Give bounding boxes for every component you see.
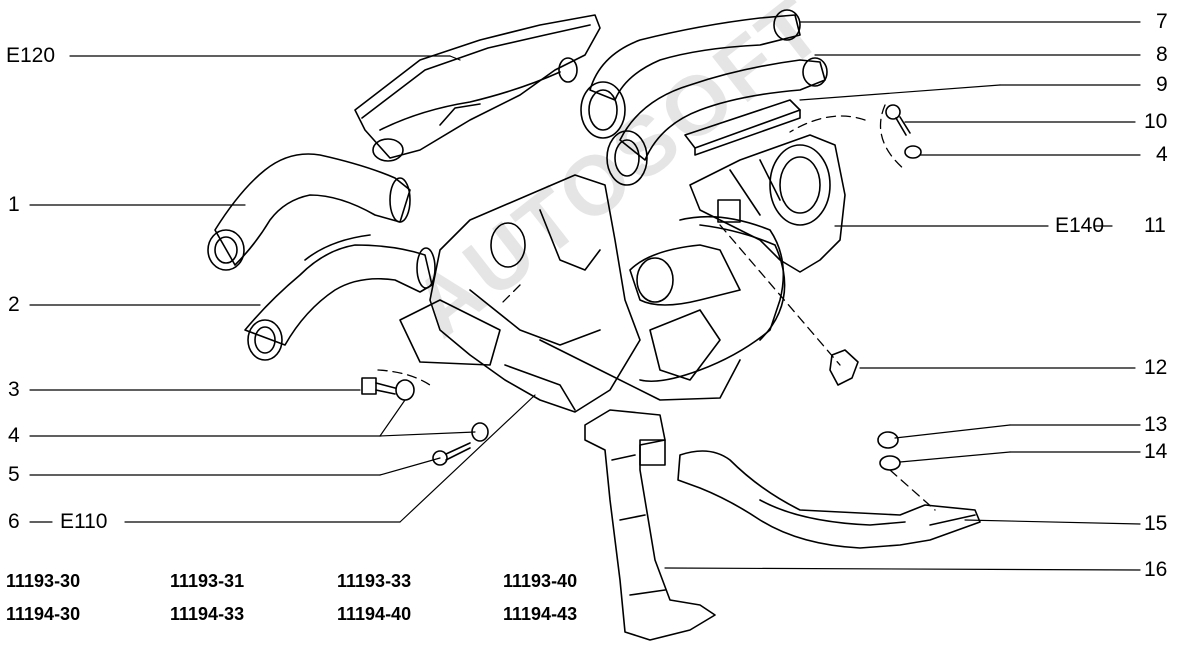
label-e140: E140 [1055,214,1105,237]
model-code: 11193-40 [503,571,578,591]
model-code: 11194-40 [337,604,412,624]
top-air-duct-e120 [354,14,601,162]
label-12: 12 [1144,356,1168,379]
label-8: 8 [1156,43,1168,66]
label-e120: E120 [6,44,56,67]
heater-housing [399,174,641,413]
label-14: 14 [1144,440,1168,463]
label-1: 1 [8,193,20,216]
label-16: 16 [1144,558,1168,581]
label-4-left: 4 [8,424,20,447]
dashed-leaders [377,104,936,511]
fan-housing-e140 [689,134,846,273]
label-10: 10 [1144,110,1168,133]
model-code: 11194-30 [6,604,81,624]
label-4-right: 4 [1156,143,1168,166]
upper-ducts-7-8 [580,9,828,186]
model-code: 11194-43 [503,604,578,624]
vertical-duct-16 [584,409,716,641]
model-code: 11193-31 [170,571,245,591]
filter-9 [684,99,801,156]
label-9: 9 [1156,73,1168,96]
label-5: 5 [8,463,20,486]
label-3: 3 [8,378,20,401]
label-11: 11 [1144,214,1166,237]
model-code: 11193-33 [337,571,412,591]
label-13: 13 [1144,413,1168,436]
label-15: 15 [1144,512,1168,535]
lower-duct-15 [677,450,981,549]
label-7: 7 [1156,10,1168,33]
center-duct-and-cables [539,215,786,401]
model-code: 11194-33 [170,604,245,624]
side-ducts-1-2 [207,153,436,361]
label-e110: E110 [60,510,108,533]
model-code: 11193-30 [6,571,81,591]
label-6: 6 [8,510,20,533]
leader-lines [29,21,1141,571]
fasteners [361,104,922,471]
label-2: 2 [8,293,20,316]
